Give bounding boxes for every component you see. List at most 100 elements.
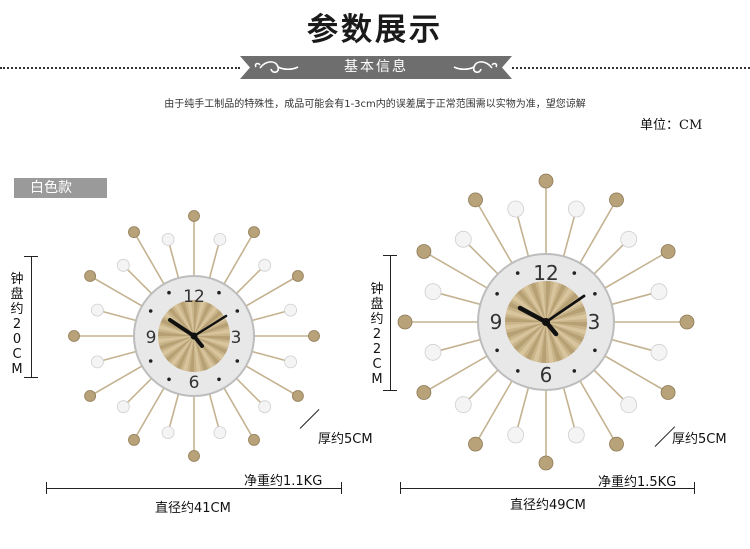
gold-ball [609,192,624,208]
gold-ball [248,433,260,446]
gold-ball [84,270,97,282]
overall-measure-cap-right [694,482,695,494]
thickness-label: 厚约5CM [672,432,727,447]
white-ball [258,258,272,272]
center-ray [189,336,194,372]
wall-clock-large: 12 3 6 9 [397,173,695,471]
center-ray [509,322,546,345]
hour-dot [148,359,153,363]
center-ray [182,336,194,372]
overall-measure-line [46,488,342,489]
white-ball [161,232,175,246]
banner-label: 基本信息 [344,59,408,75]
gold-ball [291,390,304,402]
center-ray [546,322,584,343]
center-ray [194,329,230,336]
gold-ball [679,314,695,330]
center-ray [546,322,562,362]
hour-dot [515,271,520,275]
hour-dot [572,369,577,373]
center-ray [546,281,559,322]
page-title: 参数展示 [307,12,443,48]
center-ray [506,322,546,338]
center-ray [165,336,194,362]
center-ray [505,317,546,322]
center-ray [194,322,229,336]
face-measure-cap-bottom [383,390,397,391]
gold-ball [538,455,554,471]
numeral-12: 12 [533,261,558,285]
center-rays [158,300,230,372]
gold-ball [291,270,304,282]
white-ball [507,426,525,444]
gold-ball [128,226,140,239]
hour-dot [217,290,221,295]
gold-ball [84,390,97,402]
center-ray [174,303,194,336]
gold-ball [538,173,554,189]
white-ball [161,426,175,440]
center-ray [541,322,546,363]
center-ray [187,300,194,336]
center-ray [194,336,208,371]
white-ball [650,283,668,301]
center-ray [538,281,546,322]
white-ball [116,400,130,414]
numeral-6: 6 [189,373,200,393]
center-ray [176,336,194,370]
center-ray [168,307,194,336]
white-ball [620,230,638,248]
white-ball [424,283,442,301]
minute-hand [192,314,228,338]
hour-dot [167,290,171,295]
gold-ball [188,210,200,222]
gold-ball [68,330,80,342]
unit-label: 单位：CM [640,118,703,133]
hour-dot [495,292,499,296]
hour-dot [217,377,221,382]
center-ray [546,314,587,322]
white-ball [567,426,585,444]
center-ray [546,287,573,322]
center-ray [546,322,587,335]
center-ray [546,306,586,322]
overall-diameter-label: 直径约41CM [155,501,231,516]
numeral-9: 9 [146,328,157,348]
hour-dot [148,309,153,313]
gold-ball [468,192,483,208]
center-ray [194,306,218,336]
face-diameter-label: 钟盘约22CM [370,282,384,387]
overall-measure-line [400,488,695,489]
hour-dot [235,359,240,363]
center-pin [542,318,550,326]
section-banner: 基本信息 [240,56,512,79]
center-ray [546,284,567,322]
center-ray [519,322,546,357]
center-ray [170,336,194,366]
center-ray [530,282,546,322]
center-ray [158,331,194,336]
minute-hand [544,294,586,324]
center-ray [546,293,579,322]
white-ball [454,230,472,248]
center-ray [546,322,581,349]
numeral-12: 12 [183,287,205,307]
center-ray [513,322,546,351]
thickness-label: 厚约5CM [318,432,373,447]
swirl-ornament-right-icon [453,61,498,73]
minute-dots [495,271,597,373]
gold-ball [660,385,676,400]
white-ball [284,303,298,317]
banner-shape [240,56,512,79]
center-ray [546,322,554,363]
center-ray [194,336,201,372]
minute-dots [148,290,240,382]
gold-ball [397,314,413,330]
face-diameter-label: 钟盘约20CM [10,272,24,377]
overall-diameter-label: 直径约49CM [510,498,586,513]
gold-ball [468,436,483,452]
center-ray [158,324,194,336]
center-ray [194,336,224,360]
center-ray [161,336,194,356]
center-ray [194,336,230,341]
